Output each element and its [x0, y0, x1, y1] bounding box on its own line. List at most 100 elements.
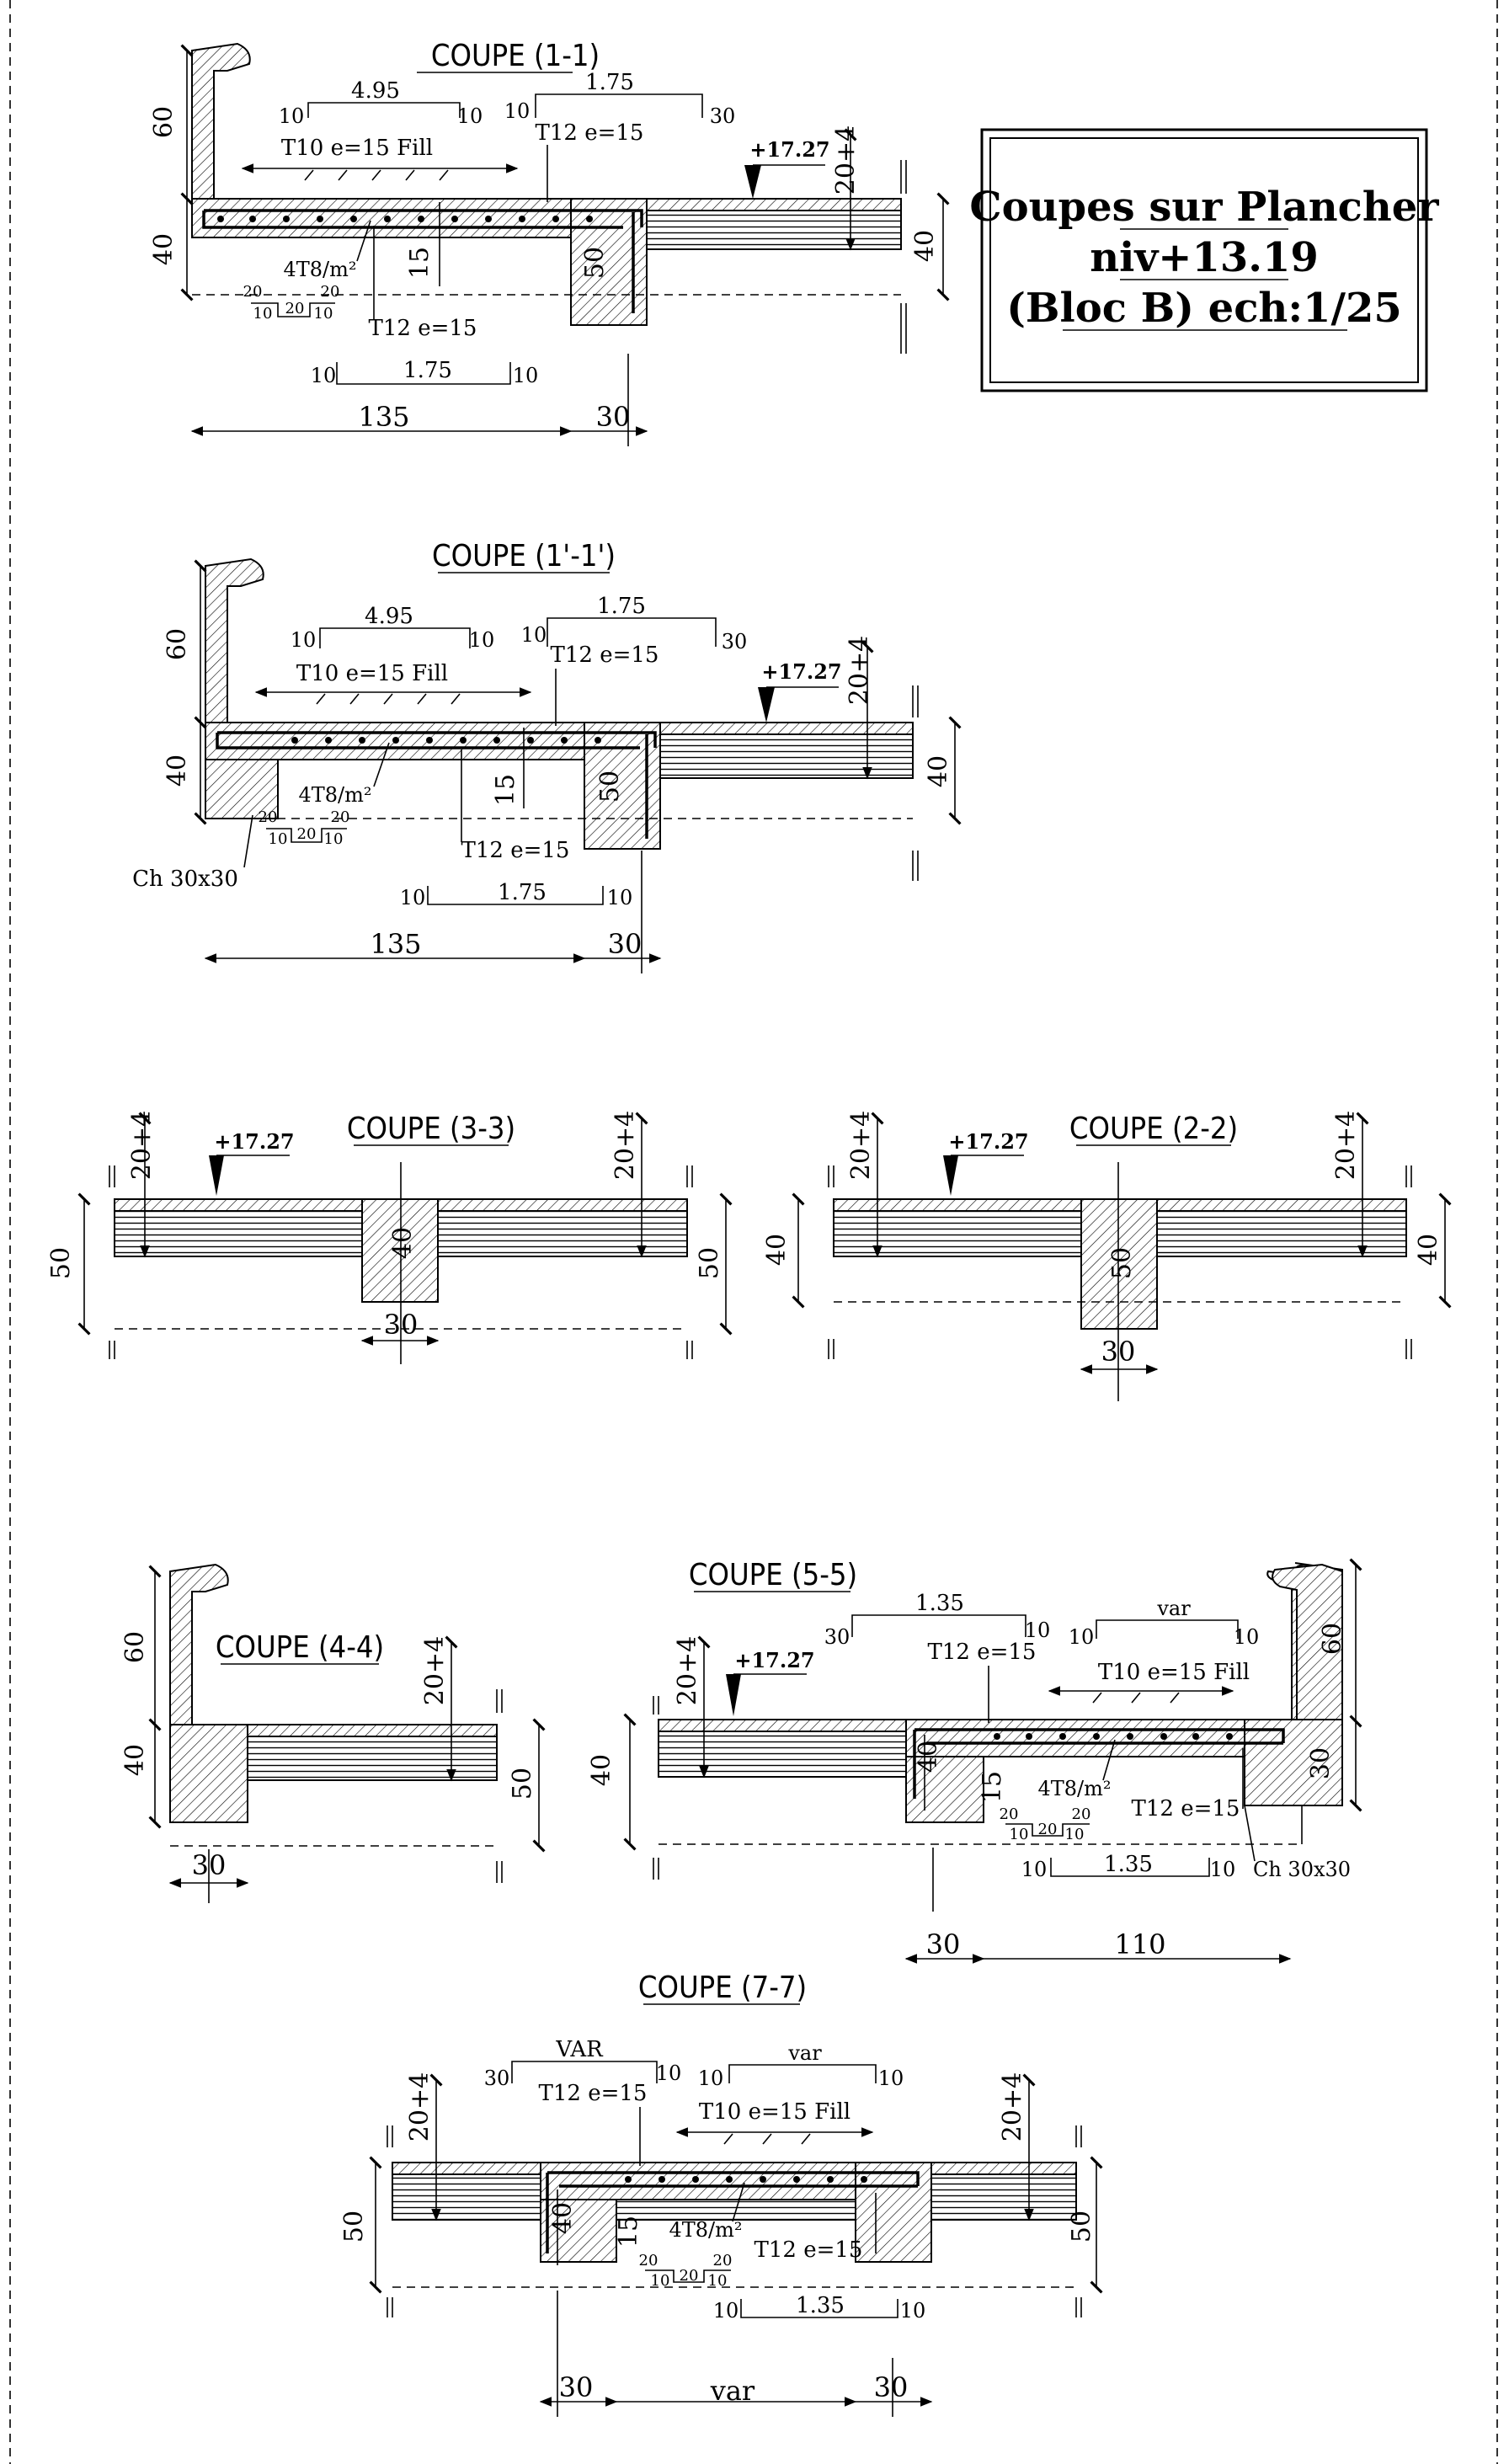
svg-text:40: 40 [924, 755, 953, 787]
svg-text:40: 40 [388, 1227, 418, 1259]
svg-text:1.35: 1.35 [796, 2293, 845, 2318]
section-5-5: COUPE (5-5) 1.35 30 10 10 var 10 T12 e=1… [587, 1558, 1362, 1964]
svg-text:10: 10 [253, 305, 273, 323]
section-title: COUPE (1-1) [431, 39, 600, 73]
svg-text:T12 e=15: T12 e=15 [1132, 1796, 1240, 1821]
svg-text:10: 10 [1025, 1619, 1051, 1642]
svg-text:50: 50 [1067, 2211, 1096, 2243]
svg-text:T12 e=15: T12 e=15 [754, 2237, 863, 2263]
title-line-1: Coupes sur Plancher [969, 184, 1439, 231]
svg-text:110: 110 [1114, 1928, 1165, 1960]
rebar-dots [217, 216, 593, 222]
svg-text:50: 50 [46, 1247, 76, 1279]
svg-text:10: 10 [900, 2299, 926, 2323]
title-block: Coupes sur Plancher niv+13.19 (Bloc B) e… [969, 128, 1439, 392]
svg-text:10: 10 [291, 628, 317, 652]
svg-text:10: 10 [400, 886, 426, 909]
svg-text:30: 30 [710, 104, 736, 128]
svg-text:1.35: 1.35 [1104, 1852, 1153, 1877]
svg-text:Ch 30x30: Ch 30x30 [132, 867, 238, 892]
svg-text:T10 e=15 Fill: T10 e=15 Fill [1098, 1660, 1250, 1685]
svg-text:20: 20 [713, 2252, 733, 2269]
section-2-2: COUPE (2-2) 20+4 +17.27 20+4 40 50 40 30 [762, 1111, 1452, 1401]
svg-text:50: 50 [580, 247, 610, 279]
svg-text:VAR: VAR [555, 2037, 604, 2062]
svg-text:30: 30 [559, 2371, 594, 2403]
svg-text:var: var [1156, 1597, 1191, 1620]
svg-text:60: 60 [149, 106, 179, 138]
svg-text:1.75: 1.75 [498, 880, 547, 905]
svg-text:20+4: 20+4 [611, 1111, 640, 1180]
svg-text:20: 20 [680, 2267, 699, 2285]
svg-text:20+4: 20+4 [845, 636, 874, 705]
svg-text:4T8/m²: 4T8/m² [298, 783, 371, 807]
svg-text:20: 20 [243, 283, 263, 301]
svg-text:10: 10 [324, 830, 344, 848]
svg-text:10: 10 [311, 364, 337, 387]
title-line-3: (Bloc B) ech:1/25 [1006, 285, 1402, 332]
svg-text:T12 e=15: T12 e=15 [551, 643, 659, 668]
title-line-2: niv+13.19 [1090, 234, 1319, 281]
svg-text:10: 10 [504, 99, 531, 123]
svg-text:30: 30 [926, 1928, 961, 1960]
svg-text:10: 10 [1021, 1858, 1048, 1881]
svg-text:COUPE (4-4): COUPE (4-4) [216, 1630, 384, 1665]
svg-text:135: 135 [370, 928, 421, 960]
svg-text:40: 40 [149, 233, 179, 265]
svg-text:+17.27: +17.27 [761, 659, 841, 684]
svg-text:30: 30 [384, 1309, 419, 1341]
svg-text:40: 40 [548, 2202, 578, 2234]
svg-text:40: 40 [1414, 1234, 1443, 1266]
svg-text:30: 30 [824, 1625, 850, 1649]
svg-text:15: 15 [978, 1771, 1007, 1803]
rebar-top [202, 209, 643, 229]
svg-text:T10 e=15 Fill: T10 e=15 Fill [699, 2099, 850, 2125]
svg-text:20: 20 [321, 283, 340, 301]
svg-text:30: 30 [596, 401, 631, 433]
svg-text:20+4: 20+4 [846, 1111, 876, 1180]
svg-text:COUPE (2-2): COUPE (2-2) [1069, 1112, 1238, 1146]
svg-text:10: 10 [698, 2067, 724, 2090]
svg-text:+17.27: +17.27 [214, 1129, 294, 1154]
svg-text:50: 50 [339, 2211, 369, 2243]
svg-text:10: 10 [656, 2061, 682, 2085]
svg-text:Ch 30x30: Ch 30x30 [1253, 1858, 1351, 1881]
svg-text:20: 20 [639, 2252, 659, 2269]
svg-text:T10 e=15 Fill: T10 e=15 Fill [281, 136, 433, 161]
svg-text:COUPE (5-5): COUPE (5-5) [689, 1558, 857, 1592]
svg-text:15: 15 [491, 774, 520, 806]
svg-text:10: 10 [1234, 1625, 1260, 1649]
svg-text:15: 15 [614, 2216, 643, 2248]
parapet [191, 42, 251, 200]
svg-text:40: 40 [120, 1744, 150, 1776]
svg-text:10: 10 [708, 2272, 728, 2290]
svg-text:10: 10 [314, 305, 333, 323]
section-1-1: COUPE (1-1) 60 40 4.95 10 10 T10 e=15 Fi… [149, 39, 950, 446]
svg-text:20: 20 [259, 808, 278, 826]
svg-text:10: 10 [878, 2067, 904, 2090]
svg-text:1.75: 1.75 [403, 358, 452, 383]
svg-text:40: 40 [914, 1741, 943, 1773]
svg-text:10: 10 [513, 364, 539, 387]
svg-text:50: 50 [1107, 1247, 1137, 1279]
svg-text:30: 30 [722, 630, 748, 653]
svg-text:4T8/m²: 4T8/m² [669, 2218, 742, 2242]
svg-text:20+4: 20+4 [673, 1636, 702, 1705]
svg-text:1.75: 1.75 [585, 70, 634, 95]
svg-text:30: 30 [484, 2067, 510, 2090]
section-4-4: COUPE (4-4) 60 40 20+4 50 30 [120, 1563, 546, 1903]
svg-text:1.35: 1.35 [915, 1591, 964, 1616]
svg-text:20: 20 [1072, 1805, 1091, 1823]
svg-text:+17.27: +17.27 [749, 137, 829, 162]
svg-text:20: 20 [285, 300, 305, 317]
svg-text:10: 10 [713, 2299, 739, 2323]
svg-text:10: 10 [469, 628, 495, 652]
svg-text:10: 10 [521, 623, 547, 647]
svg-text:10: 10 [607, 886, 633, 909]
svg-text:T12 e=15: T12 e=15 [928, 1640, 1037, 1665]
svg-text:10: 10 [1010, 1826, 1029, 1843]
svg-text:60: 60 [120, 1631, 150, 1663]
svg-text:10: 10 [1069, 1625, 1095, 1649]
svg-text:1.75: 1.75 [597, 594, 646, 619]
